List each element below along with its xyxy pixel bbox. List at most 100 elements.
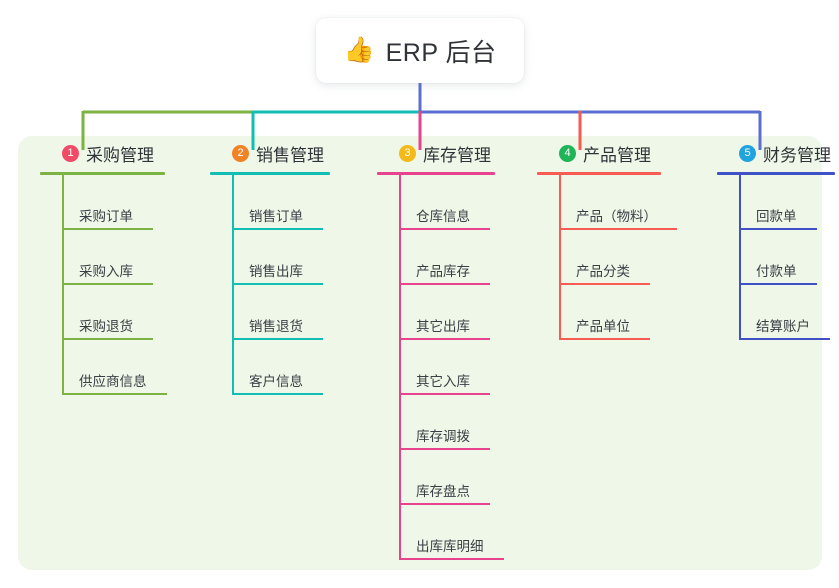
list-item-rule — [559, 228, 677, 230]
column-title: 库存管理 — [423, 145, 491, 165]
column-items: 采购订单 采购入库 采购退货 供应商信息 — [62, 175, 167, 395]
column-items: 仓库信息 产品库存 其它出库 其它入库 库存调拨 库存盘点 — [399, 175, 504, 560]
list-item-rule — [559, 338, 650, 340]
column-rule — [210, 172, 330, 175]
list-item-rule — [739, 228, 817, 230]
list-item-label: 结算账户 — [756, 319, 810, 334]
column-spine — [399, 175, 401, 560]
list-item-rule — [739, 283, 817, 285]
list-item[interactable]: 客户信息 — [232, 340, 330, 395]
list-item-label: 产品库存 — [416, 264, 470, 279]
column-items: 产品（物料） 产品分类 产品单位 — [559, 175, 677, 340]
column-rule — [40, 172, 165, 175]
list-item[interactable]: 其它出库 — [399, 285, 495, 340]
column-product: 4 产品管理 产品（物料） 产品分类 产品单位 — [537, 136, 677, 340]
list-item-rule — [399, 283, 490, 285]
list-item-rule — [232, 338, 323, 340]
list-item-rule — [62, 338, 153, 340]
list-item-label: 客户信息 — [249, 374, 303, 389]
column-rule — [377, 172, 495, 175]
list-item-rule — [559, 283, 650, 285]
list-item-rule — [232, 283, 323, 285]
list-item[interactable]: 产品库存 — [399, 230, 495, 285]
list-item[interactable]: 采购退货 — [62, 285, 165, 340]
column-badge: 4 — [559, 144, 576, 162]
list-item[interactable]: 产品（物料） — [559, 175, 677, 230]
list-item-rule — [232, 393, 323, 395]
list-item[interactable]: 仓库信息 — [399, 175, 495, 230]
list-item-label: 回款单 — [756, 209, 797, 224]
list-item[interactable]: 销售退货 — [232, 285, 330, 340]
column-finance: 5 财务管理 回款单 付款单 结算账户 — [717, 136, 835, 340]
column-rule — [537, 172, 661, 175]
column-rule — [717, 172, 835, 175]
list-item-rule — [62, 283, 153, 285]
list-item[interactable]: 回款单 — [739, 175, 835, 230]
list-item[interactable]: 产品单位 — [559, 285, 661, 340]
list-item[interactable]: 出库库明细 — [399, 505, 504, 560]
list-item-rule — [399, 338, 490, 340]
column-spine — [232, 175, 234, 395]
column-title: 采购管理 — [86, 145, 154, 165]
list-item[interactable]: 其它入库 — [399, 340, 495, 395]
column-header[interactable]: 1 采购管理 — [40, 136, 165, 170]
list-item-rule — [739, 338, 830, 340]
thumbs-up-icon: 👍 — [343, 36, 375, 64]
list-item[interactable]: 销售订单 — [232, 175, 330, 230]
list-item-label: 库存调拨 — [416, 429, 470, 444]
diagram-panel-background — [18, 136, 822, 570]
column-sales: 2 销售管理 销售订单 销售出库 销售退货 客户信息 — [210, 136, 330, 395]
list-item-label: 出库库明细 — [416, 539, 484, 554]
column-badge: 5 — [739, 144, 756, 162]
column-items: 回款单 付款单 结算账户 — [739, 175, 835, 340]
column-items: 销售订单 销售出库 销售退货 客户信息 — [232, 175, 330, 395]
list-item-label: 产品（物料） — [576, 209, 657, 224]
list-item-label: 库存盘点 — [416, 484, 470, 499]
list-item-rule — [232, 228, 323, 230]
list-item[interactable]: 采购订单 — [62, 175, 165, 230]
column-container: 1 采购管理 采购订单 采购入库 采购退货 供应商信息 — [18, 136, 835, 570]
list-item[interactable]: 结算账户 — [739, 285, 835, 340]
list-item[interactable]: 供应商信息 — [62, 340, 167, 395]
list-item[interactable]: 销售出库 — [232, 230, 330, 285]
column-header[interactable]: 2 销售管理 — [210, 136, 330, 170]
column-title: 销售管理 — [256, 145, 324, 165]
list-item-label: 采购退货 — [79, 319, 133, 334]
list-item-label: 采购订单 — [79, 209, 133, 224]
column-header[interactable]: 3 库存管理 — [377, 136, 495, 170]
list-item-label: 供应商信息 — [79, 374, 147, 389]
list-item-label: 销售退货 — [249, 319, 303, 334]
column-badge: 1 — [62, 144, 79, 162]
column-spine — [559, 175, 561, 340]
list-item-label: 产品分类 — [576, 264, 630, 279]
list-item[interactable]: 库存盘点 — [399, 450, 495, 505]
list-item-label: 仓库信息 — [416, 209, 470, 224]
list-item-rule — [399, 503, 490, 505]
list-item[interactable]: 采购入库 — [62, 230, 165, 285]
list-item-label: 采购入库 — [79, 264, 133, 279]
list-item[interactable]: 产品分类 — [559, 230, 661, 285]
list-item-rule — [399, 558, 504, 560]
column-purchasing: 1 采购管理 采购订单 采购入库 采购退货 供应商信息 — [40, 136, 167, 395]
column-header[interactable]: 4 产品管理 — [537, 136, 661, 170]
list-item-label: 销售出库 — [249, 264, 303, 279]
list-item-rule — [62, 228, 153, 230]
list-item-label: 付款单 — [756, 264, 797, 279]
list-item-label: 其它入库 — [416, 374, 470, 389]
list-item-label: 销售订单 — [249, 209, 303, 224]
list-item-rule — [399, 448, 490, 450]
root-node-label: ERP 后台 — [385, 38, 497, 67]
root-node-erp-backend[interactable]: 👍 ERP 后台 — [316, 18, 524, 83]
list-item-label: 其它出库 — [416, 319, 470, 334]
column-spine — [62, 175, 64, 395]
column-title: 财务管理 — [763, 145, 831, 165]
list-item[interactable]: 付款单 — [739, 230, 835, 285]
column-title: 产品管理 — [583, 145, 651, 165]
column-spine — [739, 175, 741, 340]
list-item-rule — [62, 393, 167, 395]
list-item-rule — [399, 393, 490, 395]
list-item[interactable]: 库存调拨 — [399, 395, 495, 450]
column-header[interactable]: 5 财务管理 — [717, 136, 835, 170]
list-item-rule — [399, 228, 490, 230]
column-badge: 3 — [399, 144, 416, 162]
